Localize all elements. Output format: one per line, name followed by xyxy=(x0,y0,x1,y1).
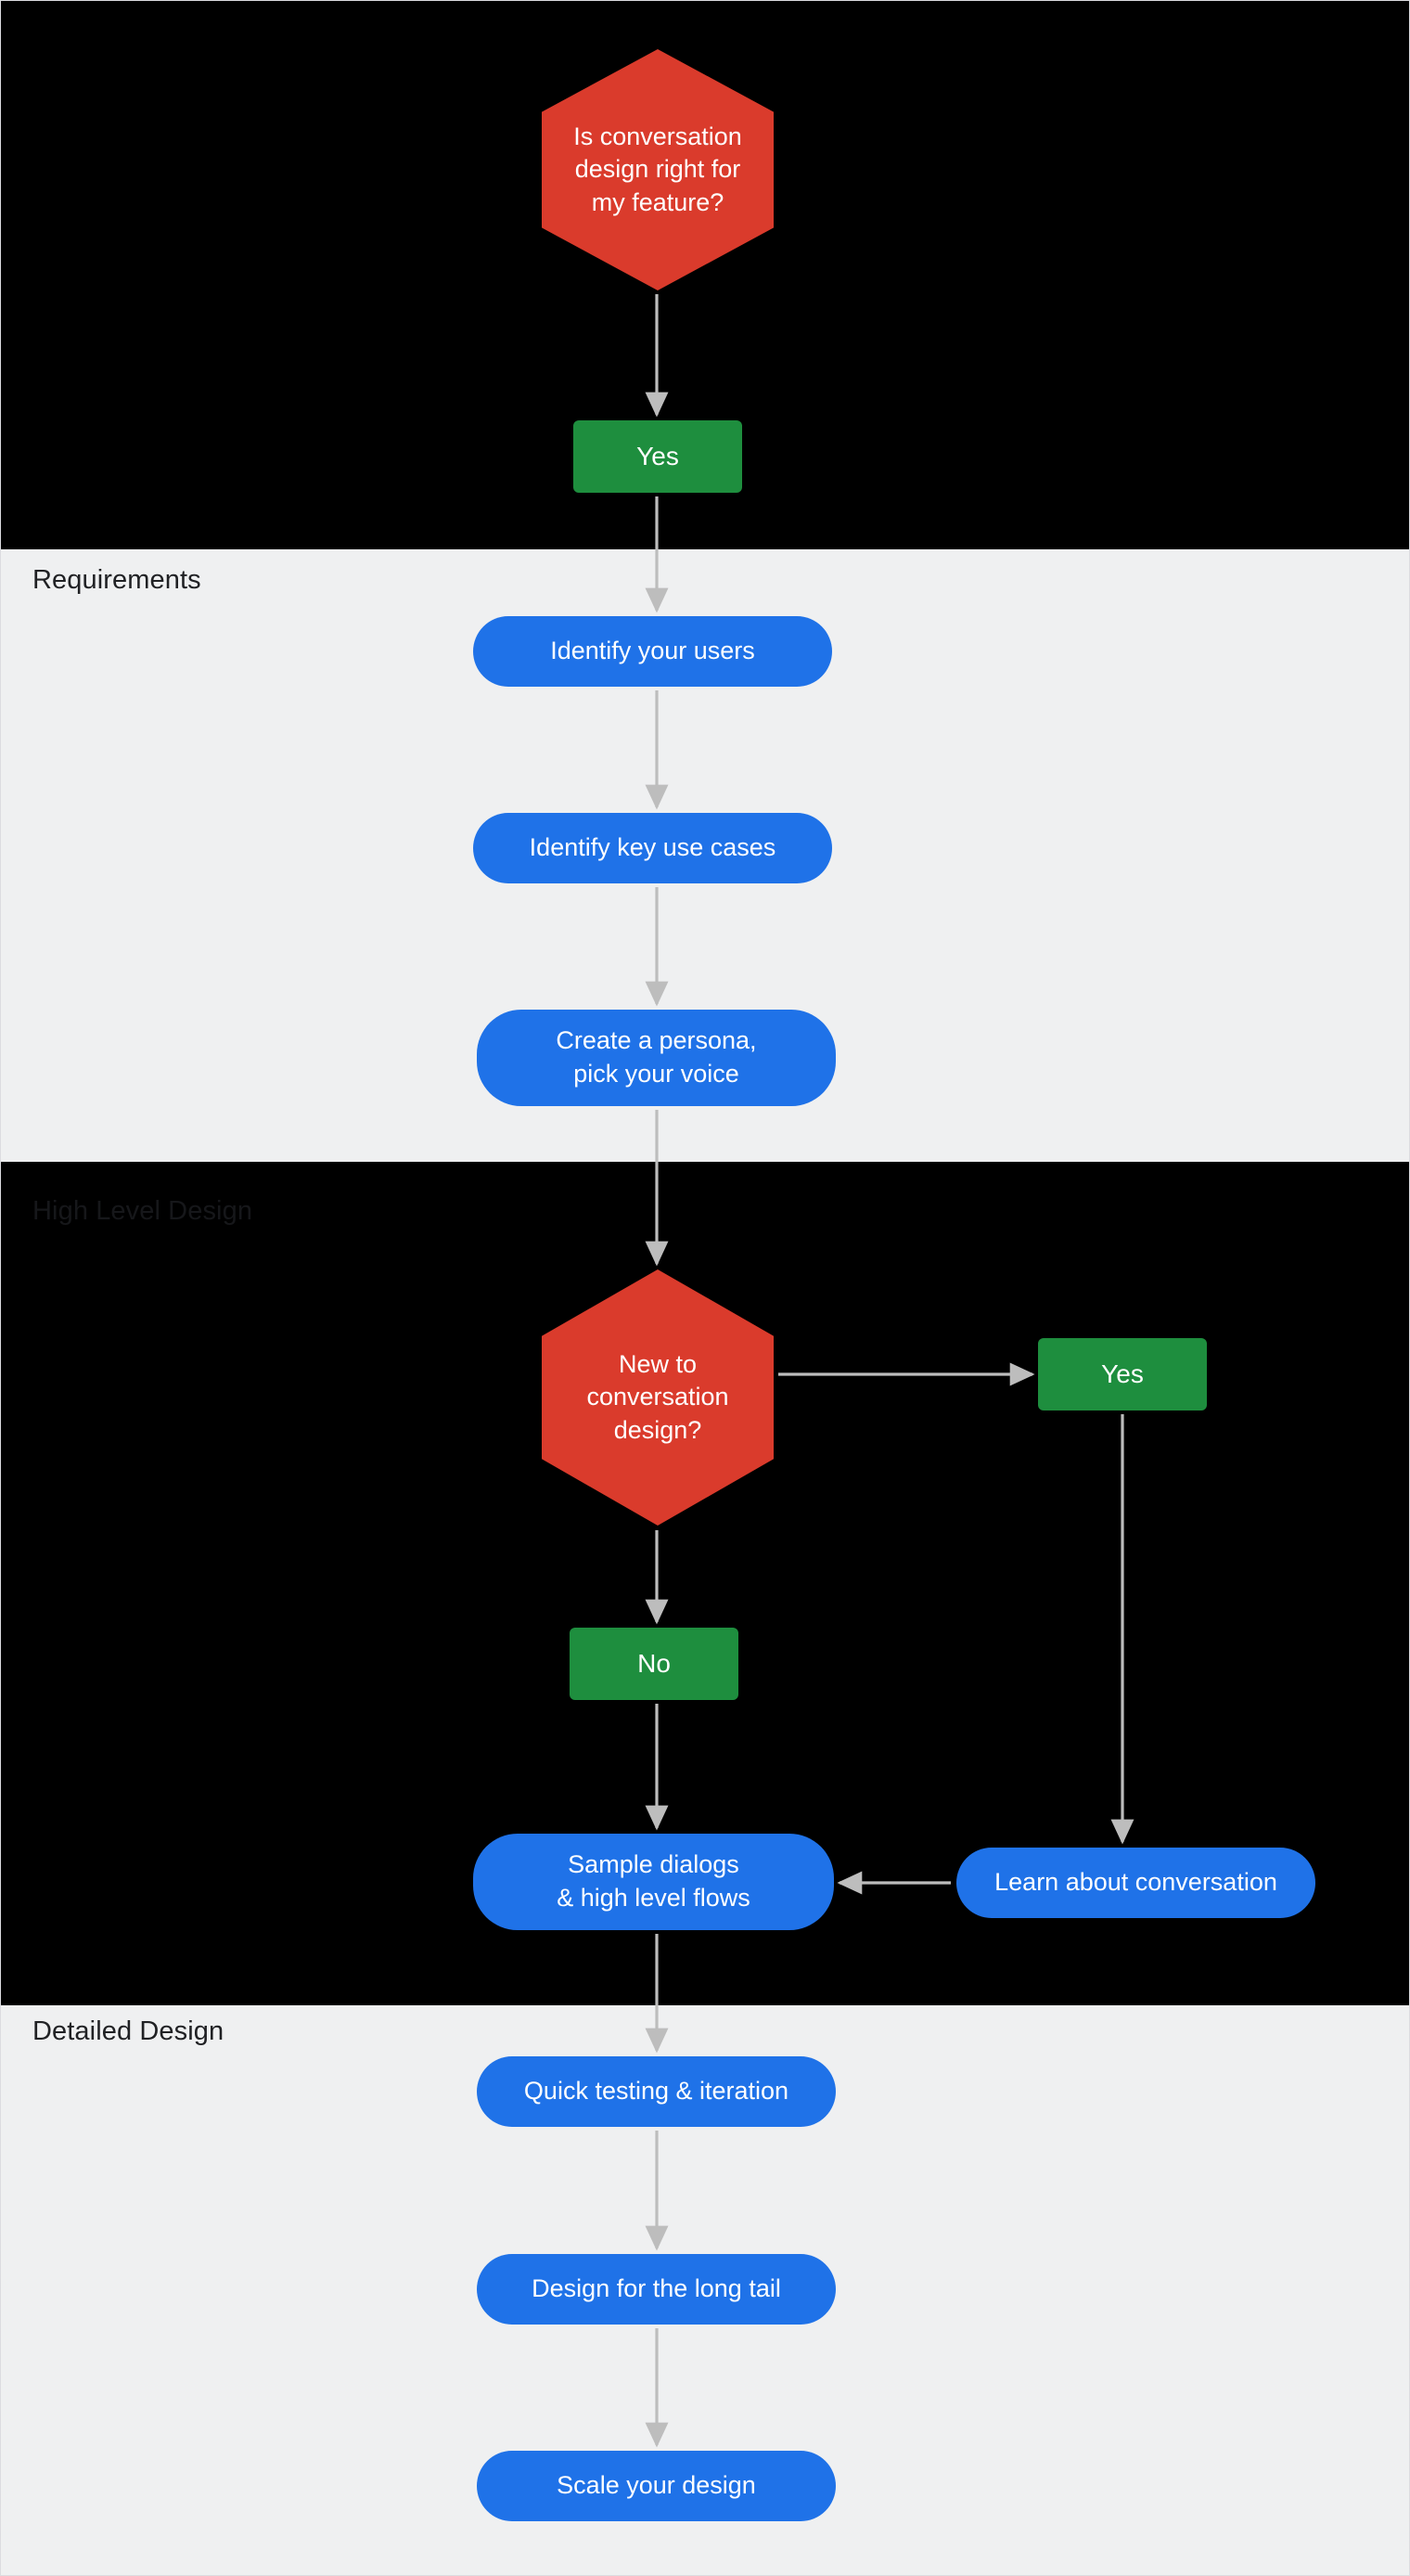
step-quick-testing-and-iteration[interactable]: Quick testing & iteration xyxy=(477,2056,836,2127)
step-sample-dialogs-and-high-level-flows[interactable]: Sample dialogs & high level flows xyxy=(473,1834,834,1930)
node-text-line: Scale your design xyxy=(557,2471,756,2500)
node-text-line: Yes xyxy=(636,441,679,470)
node-text-line: design? xyxy=(613,1415,702,1444)
step-identify-your-users[interactable]: Identify your users xyxy=(473,616,832,687)
node-text-line: Sample dialogs xyxy=(568,1850,739,1879)
section-label-requirements: Requirements xyxy=(32,565,201,595)
step-scale-your-design[interactable]: Scale your design xyxy=(477,2451,836,2521)
node-text-line: Design for the long tail xyxy=(532,2274,781,2303)
step-design-for-the-long-tail[interactable]: Design for the long tail xyxy=(477,2254,836,2325)
node-text-line: Learn about conversation xyxy=(994,1868,1277,1897)
step-learn-about-conversation[interactable]: Learn about conversation xyxy=(956,1848,1315,1918)
node-text-line: No xyxy=(637,1648,671,1678)
section-label-detailed-design: Detailed Design xyxy=(32,2016,224,2046)
node-text-line: Identify your users xyxy=(550,637,755,665)
node-text-line: my feature? xyxy=(591,187,724,216)
answer-yes-2[interactable]: Yes xyxy=(1038,1338,1207,1410)
node-text-line: Create a persona, xyxy=(556,1026,757,1055)
step-create-a-persona-pick-your-voice[interactable]: Create a persona, pick your voice xyxy=(477,1010,836,1106)
node-text-line: Is conversation xyxy=(573,122,742,150)
node-text-line: design right for xyxy=(574,155,741,184)
node-text-line: New to xyxy=(618,1349,698,1378)
node-text-line: Quick testing & iteration xyxy=(523,2077,789,2106)
answer-yes-1[interactable]: Yes xyxy=(573,420,742,493)
node-text-line: Identify key use cases xyxy=(529,833,776,862)
step-identify-key-use-cases[interactable]: Identify key use cases xyxy=(473,813,832,883)
node-text-line: Yes xyxy=(1101,1359,1144,1388)
answer-no[interactable]: No xyxy=(570,1628,738,1700)
section-label-high-level-design: High Level Design xyxy=(32,1196,253,1226)
node-text-line: & high level flows xyxy=(557,1884,750,1912)
node-text-line: pick your voice xyxy=(573,1060,739,1088)
node-text-line: conversation xyxy=(586,1383,729,1411)
